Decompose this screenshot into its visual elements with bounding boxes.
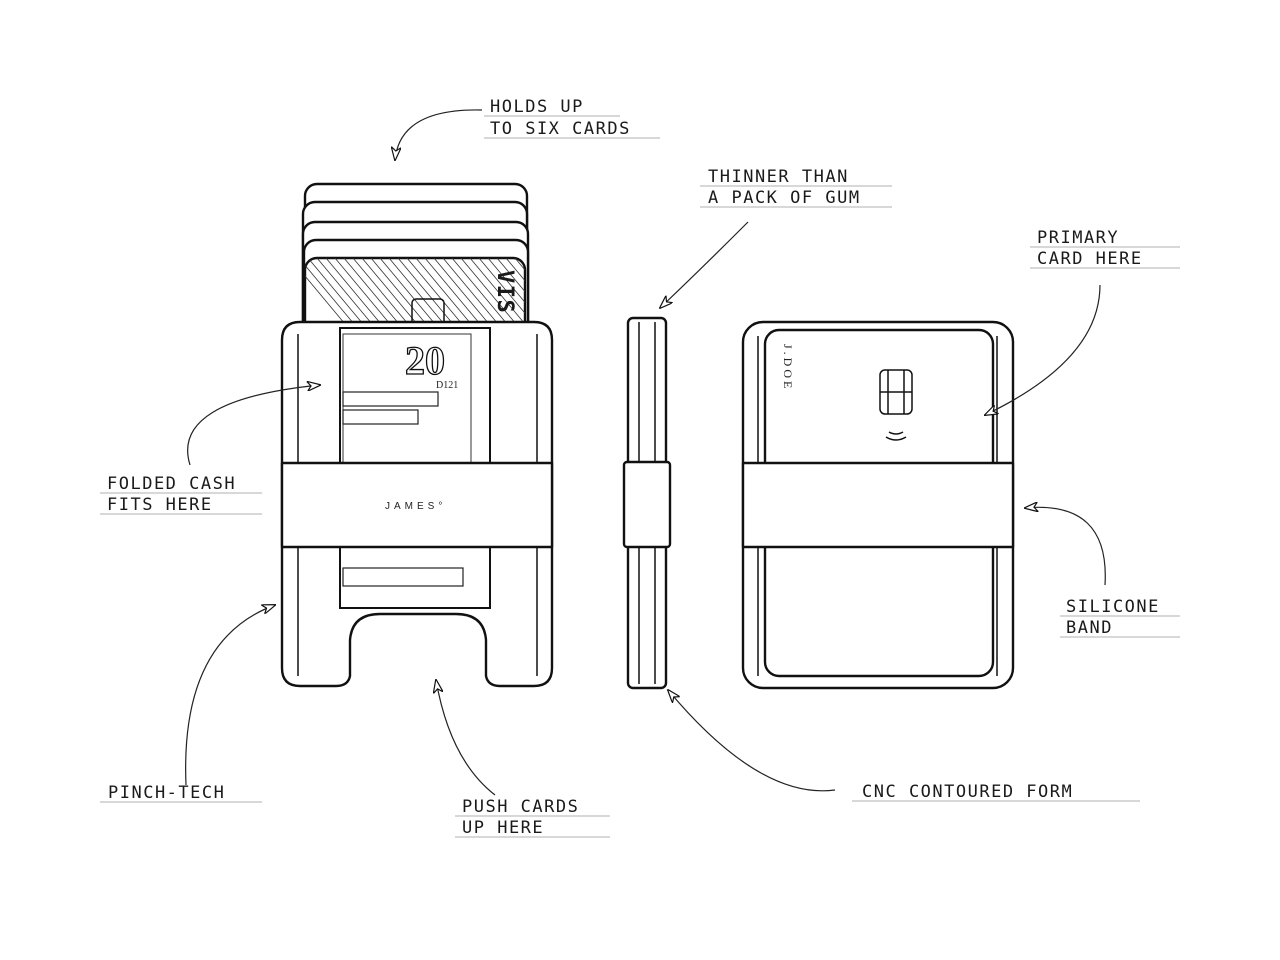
label-folded-cash: FOLDED CASH FITS HERE xyxy=(100,474,262,515)
svg-text:TO SIX CARDS: TO SIX CARDS xyxy=(490,119,631,139)
silicone-band-back xyxy=(741,461,1015,549)
hatch-line xyxy=(533,258,593,330)
label-thinner-than-gum: THINNER THAN A PACK OF GUM xyxy=(700,167,892,208)
contactless-icon xyxy=(885,431,907,441)
hatch-line xyxy=(370,258,432,328)
hatch-line xyxy=(334,258,396,328)
svg-text:BAND: BAND xyxy=(1066,618,1113,638)
back-wallet-view: J.DOE xyxy=(741,320,1015,690)
hatch-line xyxy=(433,258,495,328)
bill-value: 20 xyxy=(405,338,445,383)
svg-text:SILICONE: SILICONE xyxy=(1066,597,1160,617)
hatch-line xyxy=(442,258,504,328)
label-pinch-tech: PINCH-TECH xyxy=(100,783,262,803)
svg-text:FITS HERE: FITS HERE xyxy=(107,495,213,515)
hatch-line xyxy=(424,258,486,328)
hatch-line xyxy=(460,258,522,328)
svg-text:THINNER THAN: THINNER THAN xyxy=(708,167,849,187)
silicone-band-front xyxy=(280,461,554,549)
silicone-band-side xyxy=(622,460,672,549)
svg-text:CARD HERE: CARD HERE xyxy=(1037,249,1143,269)
hatch-line xyxy=(415,258,477,328)
hatch-line xyxy=(397,258,459,328)
svg-text:HOLDS UP: HOLDS UP xyxy=(490,97,584,117)
callout-arrows xyxy=(185,109,1106,796)
svg-text:PUSH CARDS: PUSH CARDS xyxy=(462,797,579,817)
hatch-line xyxy=(551,258,611,330)
hatch-line xyxy=(523,258,525,328)
hatch-line xyxy=(305,258,351,328)
side-view xyxy=(622,316,672,690)
bill-serial: D121 xyxy=(436,380,458,391)
hatch-line xyxy=(542,258,602,330)
hatch-line xyxy=(505,258,525,328)
hatch-line xyxy=(343,258,405,328)
hatch-line xyxy=(451,258,513,328)
label-holds-six-cards: HOLDS UP TO SIX CARDS xyxy=(484,97,660,139)
hatch-line xyxy=(325,258,387,328)
label-silicone-band: SILICONE BAND xyxy=(1060,597,1180,638)
front-wallet-view: VIS 20 D121 JAMES° xyxy=(280,182,611,688)
label-primary-card: PRIMARY CARD HERE xyxy=(1030,228,1180,269)
card-hatching xyxy=(305,258,611,330)
hatch-line xyxy=(305,258,360,328)
svg-text:CNC CONTOURED FORM: CNC CONTOURED FORM xyxy=(862,782,1073,802)
label-push-cards: PUSH CARDS UP HERE xyxy=(455,797,610,838)
folded-cash: 20 D121 xyxy=(339,327,491,609)
brand-logo: JAMES° xyxy=(385,501,446,512)
card-holder-name: J.DOE xyxy=(781,344,795,391)
hatch-line xyxy=(478,258,525,328)
hatch-line xyxy=(316,258,378,328)
card-network-logo: VIS xyxy=(492,270,517,314)
hatch-line xyxy=(487,258,525,328)
hatch-line xyxy=(406,258,468,328)
hatch-line xyxy=(496,258,525,328)
hatch-line xyxy=(352,258,414,328)
svg-text:UP HERE: UP HERE xyxy=(462,818,544,838)
svg-text:A PACK OF GUM: A PACK OF GUM xyxy=(708,188,861,208)
hatch-line xyxy=(388,258,450,328)
svg-text:PINCH-TECH: PINCH-TECH xyxy=(108,783,225,803)
hatch-line xyxy=(379,258,441,328)
svg-text:FOLDED CASH: FOLDED CASH xyxy=(107,474,236,494)
hatch-line xyxy=(307,258,369,328)
svg-text:PRIMARY: PRIMARY xyxy=(1037,228,1119,248)
hatch-line xyxy=(469,258,525,328)
label-cnc-form: CNC CONTOURED FORM xyxy=(852,782,1140,802)
